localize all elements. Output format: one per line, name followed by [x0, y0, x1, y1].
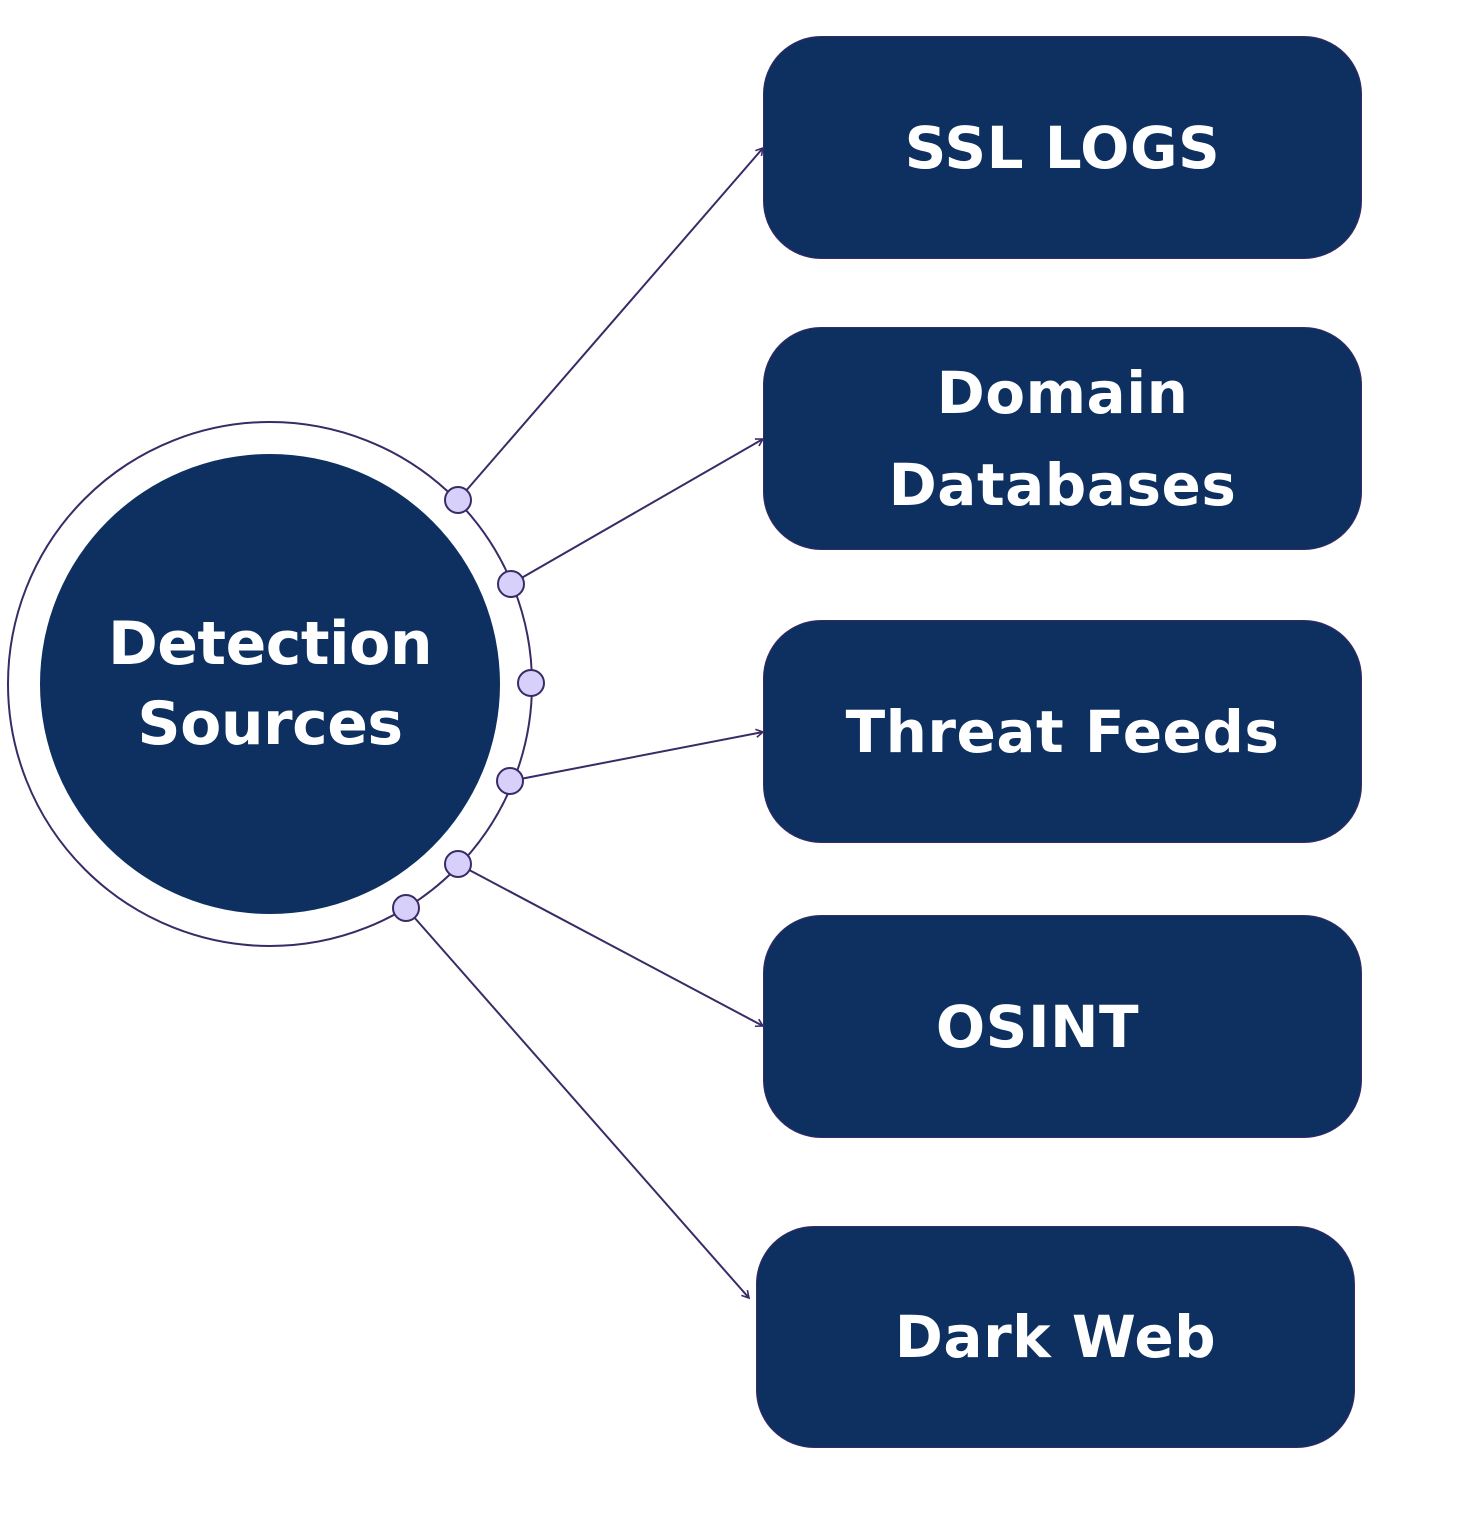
source-box-dark-web: Dark Web	[756, 1226, 1355, 1448]
hub-title-line2: Sources	[137, 689, 403, 759]
node-dot-4	[496, 767, 524, 795]
connector-domain-databases	[510, 438, 765, 585]
source-label: SSL LOGS	[904, 113, 1221, 182]
connector-osint	[457, 863, 765, 1028]
source-label: Dark Web	[894, 1303, 1217, 1371]
source-box-threat-feeds: Threat Feeds	[763, 620, 1362, 843]
connector-threat-feeds	[509, 728, 765, 782]
source-label-line2: Databases	[888, 450, 1237, 519]
node-dot-1	[444, 486, 472, 514]
node-dot-5	[444, 850, 472, 878]
detection-sources-hub: Detection Sources	[40, 454, 500, 914]
source-label: Threat Feeds	[845, 697, 1280, 766]
connector-ssl-logs	[457, 146, 765, 501]
source-box-osint: OSINT	[763, 915, 1362, 1138]
node-dot-2	[497, 570, 525, 598]
node-dot-6	[392, 894, 420, 922]
source-label: OSINT	[935, 992, 1140, 1061]
source-box-ssl-logs: SSL LOGS	[763, 36, 1362, 259]
hub-title-line1: Detection	[107, 609, 433, 679]
source-label-line1: Domain	[936, 358, 1189, 427]
node-dot-3	[517, 669, 545, 697]
source-box-domain-databases: Domain Databases	[763, 327, 1362, 550]
connector-dark-web	[405, 907, 751, 1300]
